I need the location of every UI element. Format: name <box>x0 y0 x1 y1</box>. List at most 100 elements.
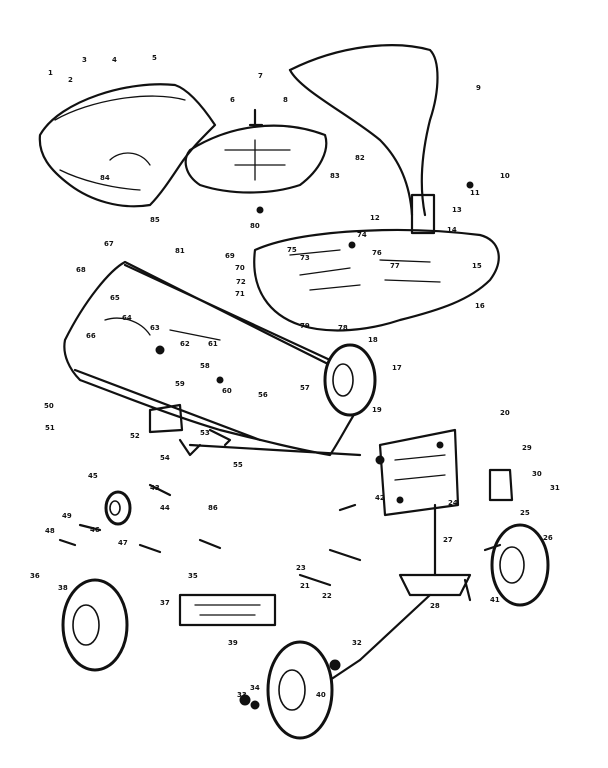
callout-68: 68 <box>76 266 86 274</box>
callout-30: 30 <box>532 470 542 478</box>
callout-85: 85 <box>150 216 160 224</box>
backrest-frame <box>288 44 439 235</box>
callout-82: 82 <box>355 154 365 162</box>
callout-60: 60 <box>222 387 232 395</box>
callout-1: 1 <box>48 69 53 77</box>
callout-2: 2 <box>68 76 73 84</box>
callout-44: 44 <box>160 504 170 512</box>
callout-33: 33 <box>237 691 247 699</box>
callout-6: 6 <box>230 96 235 104</box>
callout-15: 15 <box>472 262 482 270</box>
callout-12: 12 <box>370 214 380 222</box>
callout-47: 47 <box>118 539 128 547</box>
wheel-upper-center <box>323 343 377 417</box>
callout-20: 20 <box>500 409 510 417</box>
rear-plate <box>178 593 277 627</box>
callout-17: 17 <box>392 364 402 372</box>
callout-81: 81 <box>175 247 185 255</box>
callout-10: 10 <box>500 172 510 180</box>
callout-62: 62 <box>180 340 190 348</box>
callout-48: 48 <box>45 527 55 535</box>
callout-83: 83 <box>330 172 340 180</box>
wheel-right <box>490 523 550 607</box>
pulley <box>104 490 132 526</box>
callout-7: 7 <box>258 72 263 80</box>
main-frame <box>63 260 362 457</box>
callout-25: 25 <box>520 509 530 517</box>
callout-50: 50 <box>44 402 54 410</box>
axle-rod <box>178 438 362 457</box>
callout-71: 71 <box>235 290 245 298</box>
callout-40: 40 <box>316 691 326 699</box>
callout-75: 75 <box>287 246 297 254</box>
callout-72: 72 <box>236 278 246 286</box>
callout-86: 86 <box>208 504 218 512</box>
callout-80: 80 <box>250 222 260 230</box>
seat <box>184 108 328 194</box>
callout-27: 27 <box>443 536 453 544</box>
callout-84: 84 <box>100 174 110 182</box>
callout-70: 70 <box>235 264 245 272</box>
callout-56: 56 <box>258 391 268 399</box>
callout-46: 46 <box>90 526 100 534</box>
callout-76: 76 <box>372 249 382 257</box>
callout-52: 52 <box>130 432 140 440</box>
callout-21: 21 <box>300 582 310 590</box>
callout-31: 31 <box>550 484 560 492</box>
callout-9: 9 <box>476 84 481 92</box>
callout-39: 39 <box>228 639 238 647</box>
callout-13: 13 <box>452 206 462 214</box>
callout-64: 64 <box>122 314 132 322</box>
callout-59: 59 <box>175 380 185 388</box>
callout-61: 61 <box>208 340 218 348</box>
callout-26: 26 <box>543 534 553 542</box>
callout-28: 28 <box>430 602 440 610</box>
callout-65: 65 <box>110 294 120 302</box>
callout-78: 78 <box>338 324 348 332</box>
callout-29: 29 <box>522 444 532 452</box>
callout-14: 14 <box>447 226 457 234</box>
callout-34: 34 <box>250 684 260 692</box>
callout-4: 4 <box>112 56 117 64</box>
callout-53: 53 <box>200 429 210 437</box>
callout-19: 19 <box>372 406 382 414</box>
callout-32: 32 <box>352 639 362 647</box>
callout-74: 74 <box>357 231 367 239</box>
callout-73: 73 <box>300 254 310 262</box>
callout-23: 23 <box>296 564 306 572</box>
callout-41: 41 <box>490 596 500 604</box>
callout-42: 42 <box>375 494 385 502</box>
callout-43: 43 <box>150 484 160 492</box>
callout-37: 37 <box>160 599 170 607</box>
callout-67: 67 <box>104 240 114 248</box>
callout-22: 22 <box>322 592 332 600</box>
callout-38: 38 <box>58 584 68 592</box>
callout-8: 8 <box>283 96 288 104</box>
callout-5: 5 <box>152 54 157 62</box>
callout-58: 58 <box>200 362 210 370</box>
wheel-bottom-center <box>266 640 334 740</box>
callout-16: 16 <box>475 302 485 310</box>
callout-55: 55 <box>233 461 243 469</box>
callout-35: 35 <box>188 572 198 580</box>
callout-49: 49 <box>62 512 72 520</box>
hood-shell <box>38 83 217 208</box>
callout-36: 36 <box>30 572 40 580</box>
callout-77: 77 <box>390 262 400 270</box>
callout-3: 3 <box>82 56 87 64</box>
wheel-lower-left <box>61 578 129 672</box>
callout-63: 63 <box>150 324 160 332</box>
callout-54: 54 <box>160 454 170 462</box>
steering-linkage <box>328 503 472 682</box>
axle-bracket <box>378 428 460 517</box>
callout-18: 18 <box>368 336 378 344</box>
callout-51: 51 <box>45 424 55 432</box>
callout-79: 79 <box>300 322 310 330</box>
callout-11: 11 <box>470 189 480 197</box>
hardware-details <box>58 181 514 710</box>
callout-57: 57 <box>300 384 310 392</box>
callout-45: 45 <box>88 472 98 480</box>
